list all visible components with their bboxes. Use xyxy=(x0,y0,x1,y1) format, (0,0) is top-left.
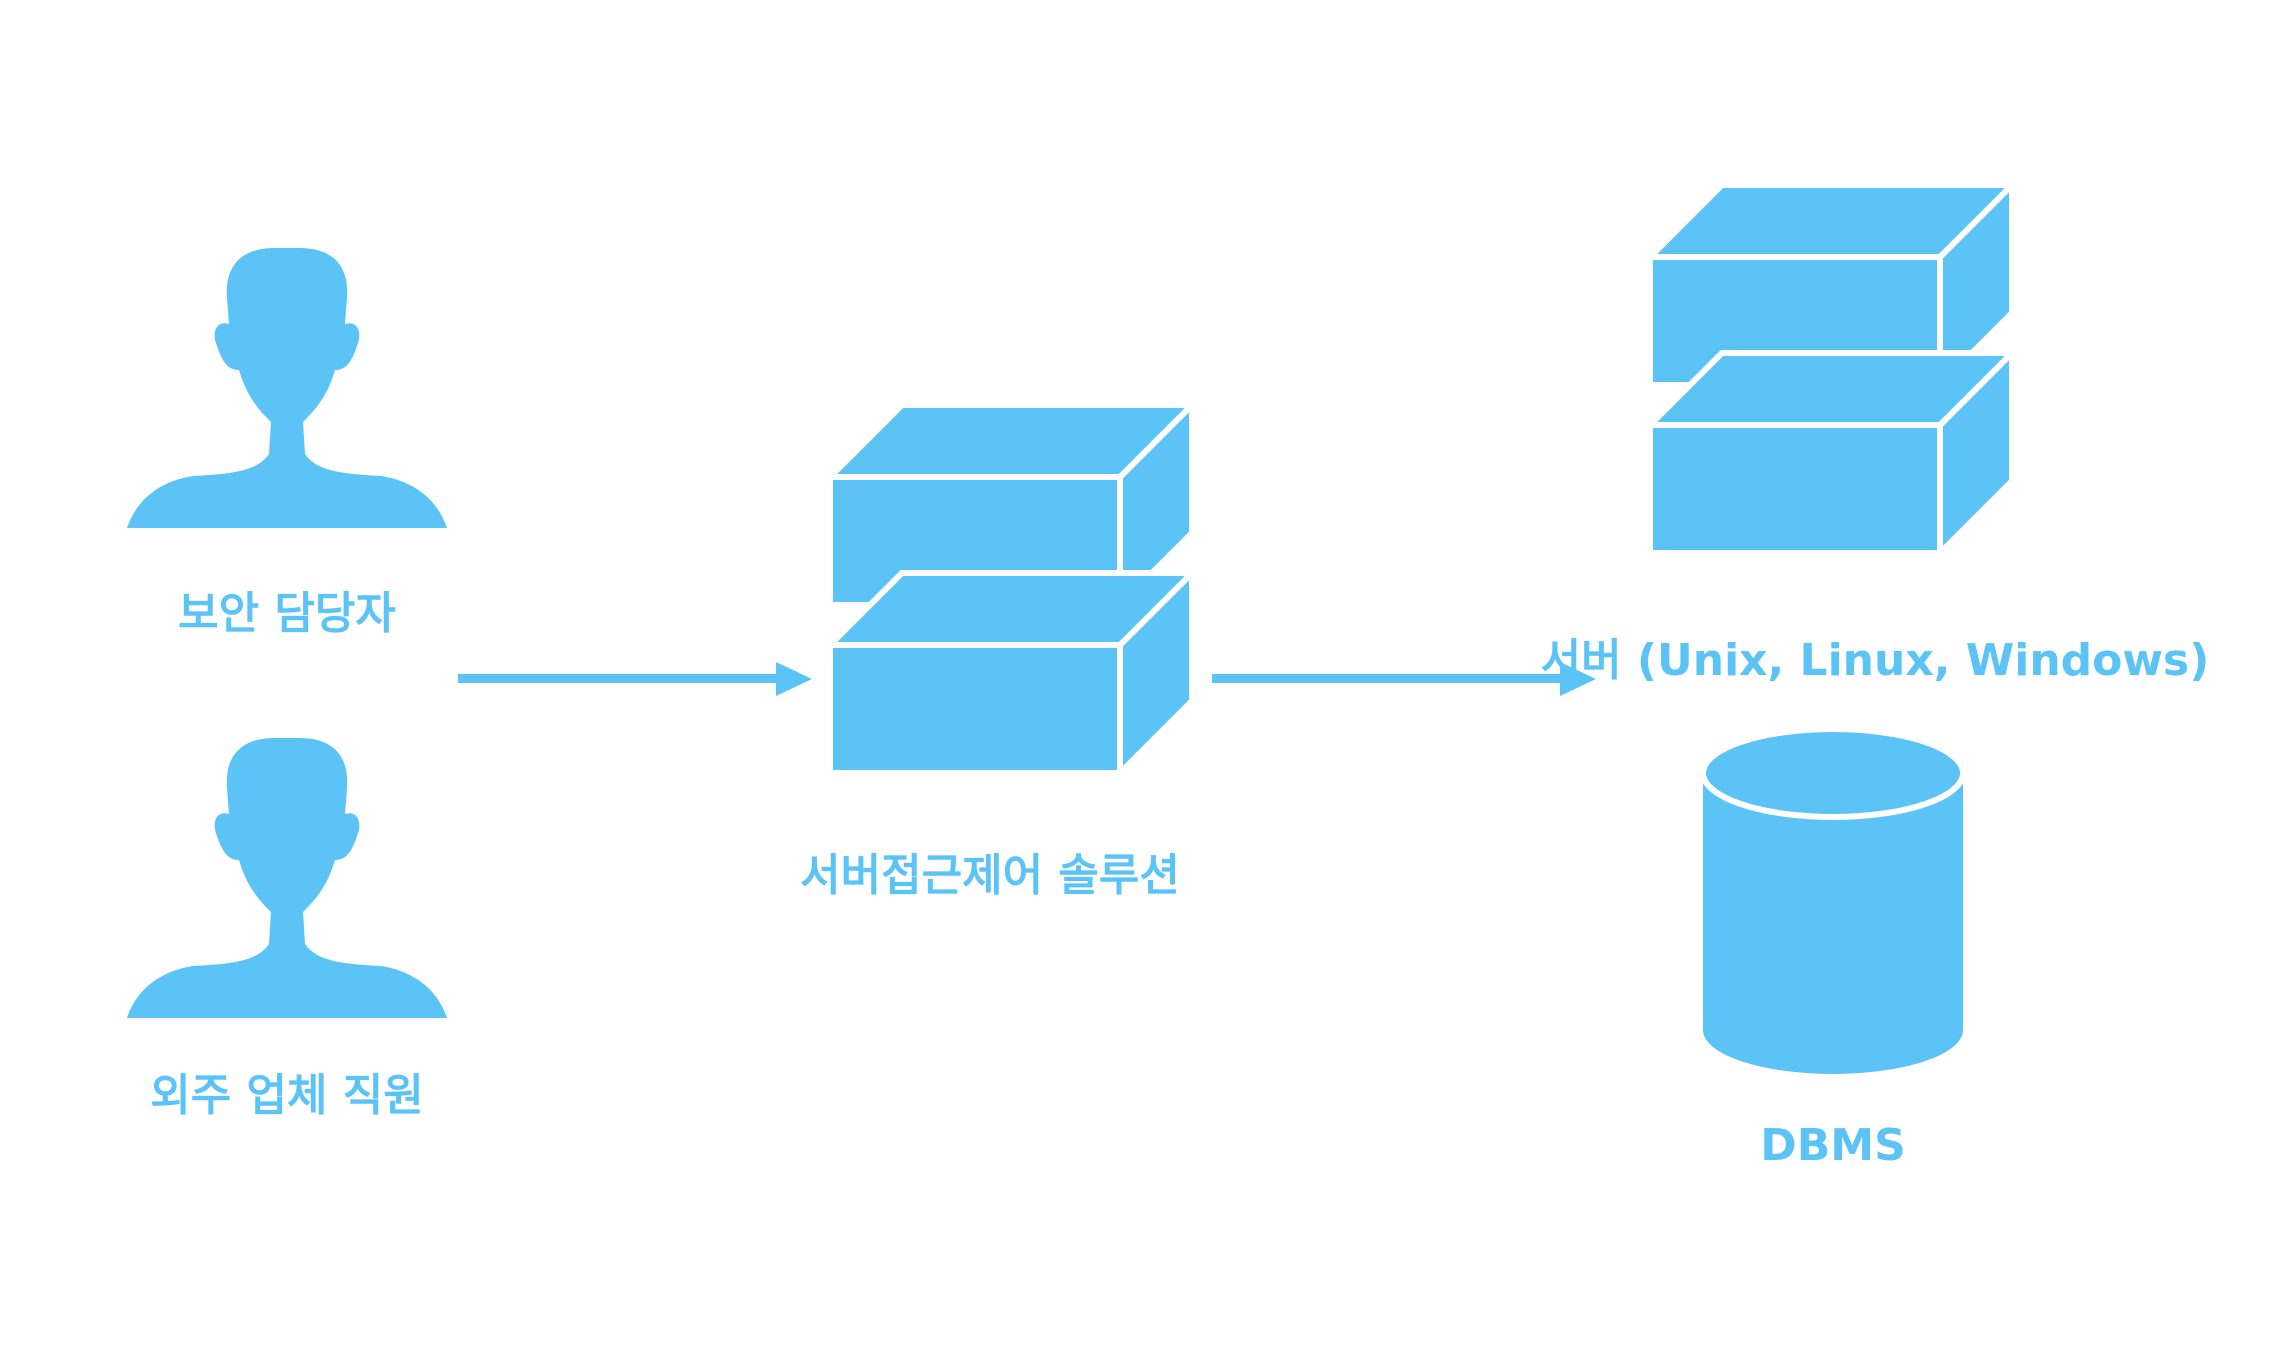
solution-label: 서버접근제어 솔루션 xyxy=(800,850,1180,901)
server-stack-icon xyxy=(830,405,1192,773)
actor-label: 외주 업체 직원 xyxy=(150,1070,424,1121)
arrow-head-icon xyxy=(776,662,812,696)
server-stack-icon xyxy=(1650,185,2012,553)
arrow-shaft xyxy=(1212,674,1564,683)
target-server-node: 서버 (Unix, Linux, Windows) xyxy=(1541,185,2210,686)
actor-security-manager: 보안 담당자 xyxy=(127,248,447,639)
arrow-actors-to-solution xyxy=(458,662,812,696)
server-label: 서버 (Unix, Linux, Windows) xyxy=(1541,635,2210,686)
actor-contractor-staff: 외주 업체 직원 xyxy=(127,738,447,1121)
arrow-shaft xyxy=(458,674,780,683)
person-icon xyxy=(127,738,447,1018)
solution-node: 서버접근제어 솔루션 xyxy=(800,405,1192,901)
arrow-head-icon xyxy=(1560,662,1596,696)
database-cylinder-icon xyxy=(1700,726,1966,1074)
dbms-label: DBMS xyxy=(1760,1120,1906,1171)
arrow-solution-to-targets xyxy=(1212,662,1596,696)
target-dbms-node: DBMS xyxy=(1700,726,1966,1171)
person-icon xyxy=(127,248,447,528)
actor-label: 보안 담당자 xyxy=(178,588,396,639)
